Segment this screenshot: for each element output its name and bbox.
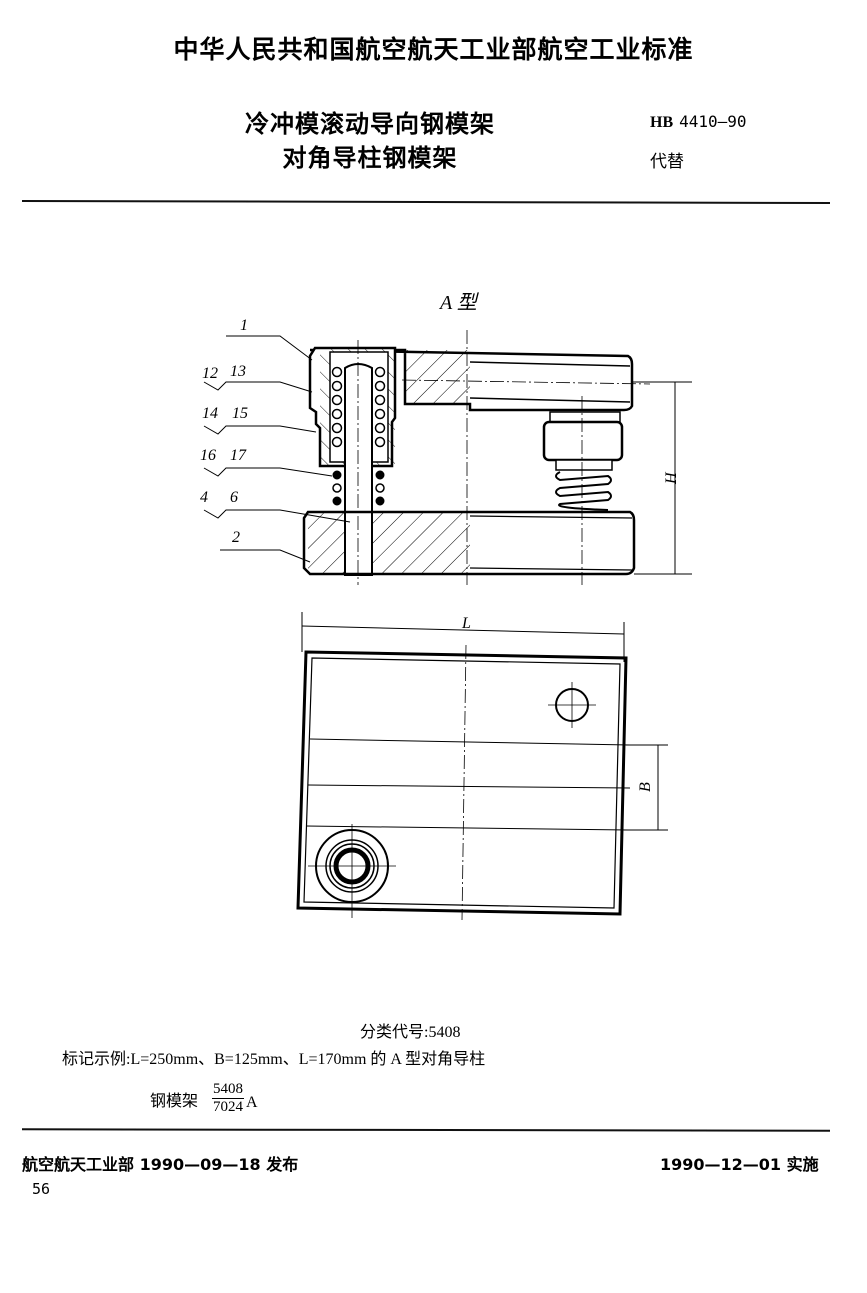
- part-label-13: 13: [230, 363, 246, 380]
- width-dimension: [624, 744, 668, 831]
- standard-title-line1: 冷冲模滚动导向钢模架: [245, 110, 495, 138]
- replaces-label: 代替: [650, 152, 684, 172]
- height-dimension: [632, 381, 692, 575]
- dimension-label-h: H: [663, 471, 680, 485]
- length-dimension: [301, 612, 625, 662]
- guide-pillar-plan: [308, 824, 396, 918]
- part-label-6: 6: [230, 489, 238, 506]
- technical-drawing: 1 12 13 14 15 16 17 4 6 2 H: [200, 317, 692, 921]
- standard-number: HB 4410—90: [650, 112, 747, 132]
- part-labels: 1 12 13 14 15 16 17 4 6 2 H: [200, 317, 680, 546]
- section-view: [203, 330, 692, 585]
- standard-code: 4410—90: [679, 112, 747, 131]
- dimension-label-l: L: [461, 615, 471, 632]
- return-spring: [555, 471, 612, 511]
- header-divider: [21, 199, 831, 205]
- part-label-1: 1: [240, 317, 248, 334]
- marking-numerator: 5408: [212, 1081, 245, 1099]
- ball-cage: [331, 366, 386, 448]
- part-label-16: 16: [200, 447, 216, 464]
- marking-name: 钢模架: [150, 1092, 199, 1110]
- figure-type-label: A 型: [440, 292, 477, 314]
- standard-title-line2: 对角导柱钢模架: [282, 144, 458, 172]
- spring-coils: [332, 470, 385, 506]
- plan-view: [296, 612, 668, 921]
- part-label-4: 4: [200, 489, 208, 506]
- issue-info: 航空航天工业部 1990—09—18 发布: [22, 1155, 299, 1174]
- marking-example: 标记示例:L=250mm、B=125mm、L=170mm 的 A 型对角导柱: [62, 1051, 486, 1068]
- dimension-label-b: B: [637, 782, 654, 792]
- page-number: 56: [32, 1180, 51, 1198]
- part-label-12: 12: [202, 365, 218, 382]
- organization-title: 中华人民共和国航空航天工业部航空工业标准: [173, 35, 694, 64]
- part-label-17: 17: [230, 447, 247, 464]
- footer-divider: [21, 1128, 831, 1132]
- marking-fraction: 5408 7024: [212, 1081, 245, 1115]
- standard-prefix: HB: [650, 114, 674, 131]
- marking-denominator: 7024: [213, 1099, 244, 1115]
- marking-suffix: A: [246, 1093, 258, 1111]
- part-label-2: 2: [232, 529, 240, 546]
- effective-date: 1990—12—01 实施: [660, 1155, 819, 1174]
- part-label-15: 15: [232, 405, 248, 422]
- marking-designation: 钢模架 5408 7024 A: [150, 1082, 258, 1115]
- part-label-14: 14: [202, 405, 218, 422]
- classification-code: 分类代号:5408: [360, 1024, 461, 1041]
- leader-lines: [203, 335, 351, 563]
